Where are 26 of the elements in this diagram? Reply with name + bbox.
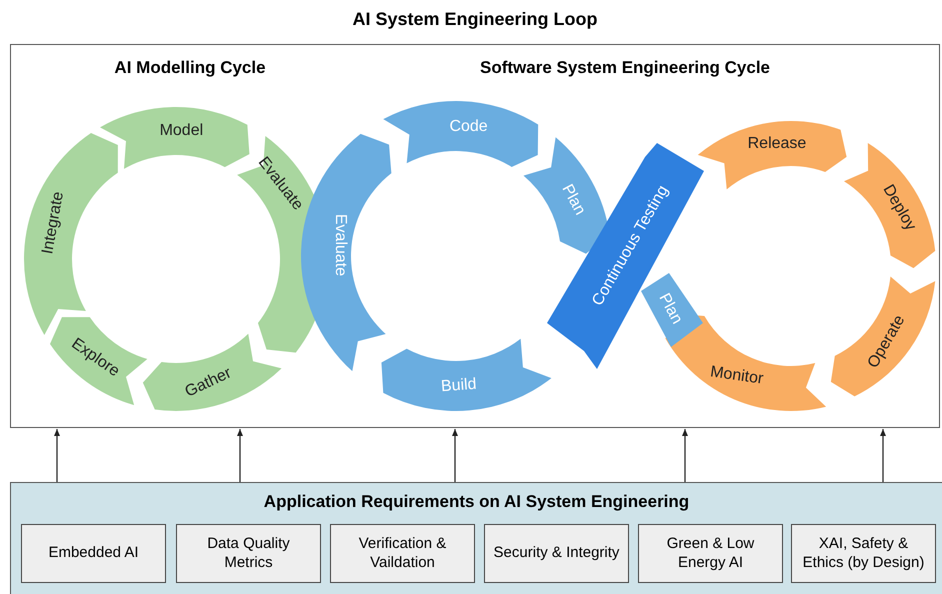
- segment-label: Integrate: [39, 190, 68, 256]
- segment-label: Gather: [182, 364, 234, 402]
- segment-label: Evaluate: [330, 214, 349, 276]
- requirement-box: Green & Low Energy AI: [638, 524, 783, 583]
- requirement-box: Embedded AI: [21, 524, 166, 583]
- arrow: [452, 429, 458, 482]
- segment-label: Code: [449, 118, 488, 136]
- segment-label: Build: [440, 376, 478, 396]
- cycle-heading: Software System Engineering Cycle: [480, 58, 770, 78]
- cycle-heading: AI Modelling Cycle: [114, 58, 266, 78]
- requirement-box: Verification & Vaildation: [330, 524, 475, 583]
- requirement-box: XAI, Safety & Ethics (by Design): [791, 524, 936, 583]
- segment-label: Plan: [654, 290, 686, 328]
- diagram-title: AI System Engineering Loop: [351, 9, 599, 30]
- requirement-box: Data Quality Metrics: [176, 524, 321, 583]
- arrow: [682, 429, 688, 482]
- arrow: [237, 429, 243, 482]
- requirements-panel: [10, 482, 942, 594]
- segment-label: Release: [748, 135, 806, 154]
- segment-label: Model: [160, 122, 204, 140]
- segment-label: Monitor: [708, 363, 764, 388]
- segment-label: Plan: [558, 182, 589, 218]
- panel-heading: Application Requirements on AI System Engineering: [262, 492, 690, 512]
- requirement-box: Security & Integrity: [484, 524, 629, 583]
- arrow: [880, 429, 886, 482]
- arrow: [54, 429, 60, 482]
